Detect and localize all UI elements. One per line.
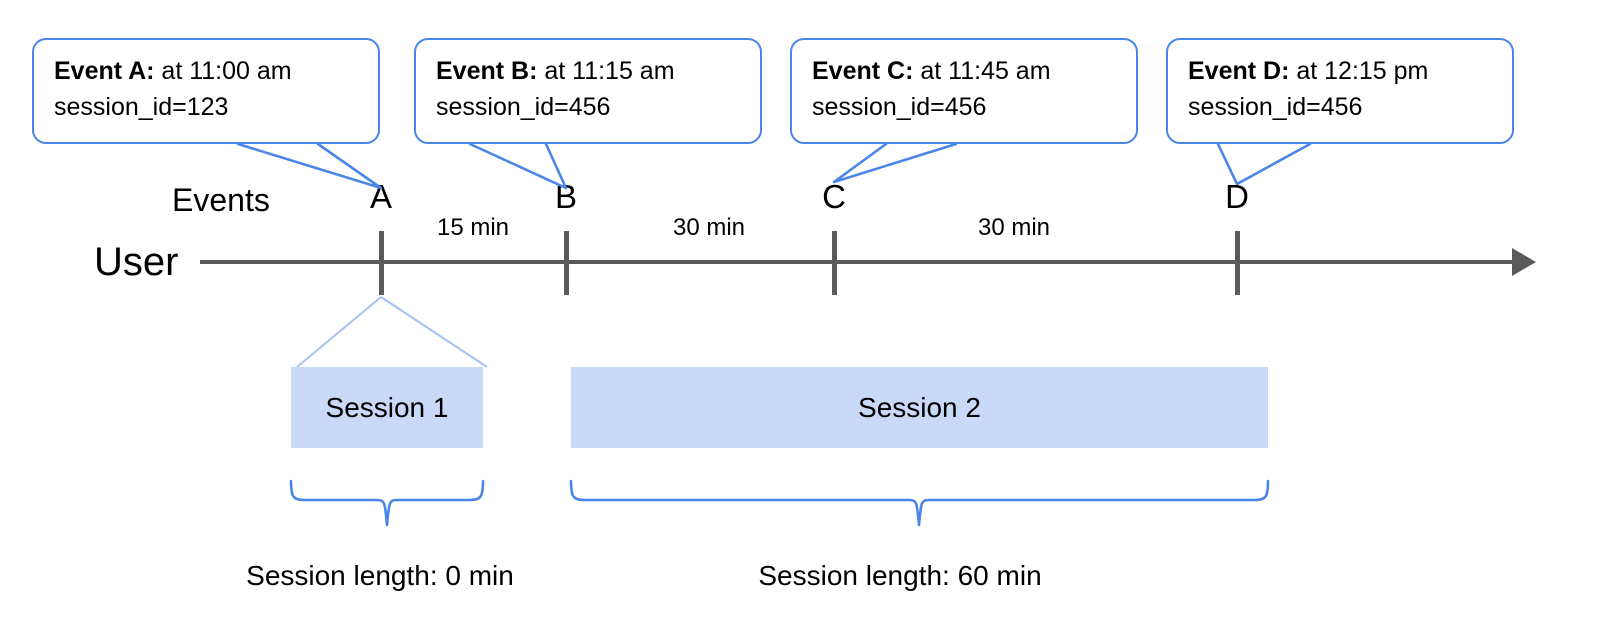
session-bar-1: Session 1 xyxy=(291,367,483,448)
session-1-length-label: Session length: 0 min xyxy=(246,560,514,591)
event-label-b: B xyxy=(554,178,578,215)
brace-session-2 xyxy=(569,479,1270,527)
timeline-axis-line xyxy=(200,260,1516,264)
leader-line-b xyxy=(468,142,568,190)
session-bar-2-label: Session 2 xyxy=(858,391,981,423)
callout-d-title: Event D: xyxy=(1188,57,1290,85)
event-label-c: C xyxy=(822,178,846,215)
event-tick-b xyxy=(564,231,569,295)
callout-a-time: at 11:00 am xyxy=(154,57,292,85)
event-tick-d xyxy=(1235,231,1240,295)
callout-c-time: at 11:45 am xyxy=(913,57,1051,85)
brace-session-1 xyxy=(289,479,485,527)
gap-label-c-d: 30 min xyxy=(977,214,1051,241)
row-label-events: Events xyxy=(172,182,270,218)
callout-event-d: Event D: at 12:15 pm session_id=456 xyxy=(1166,38,1514,144)
session-1-connector-right xyxy=(380,296,488,368)
callout-a-title: Event A: xyxy=(54,57,155,85)
row-label-user: User xyxy=(94,240,179,284)
leader-line-c xyxy=(832,142,958,184)
gap-label-b-c: 30 min xyxy=(672,214,746,241)
callout-b-time: at 11:15 am xyxy=(537,57,675,85)
session-1-connector-left xyxy=(296,296,382,368)
callout-event-c: Event C: at 11:45 am session_id=456 xyxy=(790,38,1138,144)
event-label-a: A xyxy=(369,178,393,215)
session-bar-1-label: Session 1 xyxy=(325,391,449,423)
callout-b-session-id: session_id=456 xyxy=(436,92,611,121)
callout-c-session-id: session_id=456 xyxy=(812,92,987,121)
callout-b-title: Event B: xyxy=(436,57,538,85)
gap-label-a-b: 15 min xyxy=(436,214,510,241)
session-bar-2: Session 2 xyxy=(571,367,1268,448)
event-tick-c xyxy=(832,231,837,295)
event-label-d: D xyxy=(1225,178,1249,215)
callout-d-time: at 12:15 pm xyxy=(1289,57,1429,85)
event-tick-a xyxy=(379,231,384,295)
callout-d-session-id: session_id=456 xyxy=(1188,92,1363,121)
session-2-length-label: Session length: 60 min xyxy=(758,560,1042,591)
callout-c-title: Event C: xyxy=(812,57,914,85)
callout-event-b: Event B: at 11:15 am session_id=456 xyxy=(414,38,762,144)
callout-event-a: Event A: at 11:00 am session_id=123 xyxy=(32,38,380,144)
callout-a-session-id: session_id=123 xyxy=(54,92,229,121)
